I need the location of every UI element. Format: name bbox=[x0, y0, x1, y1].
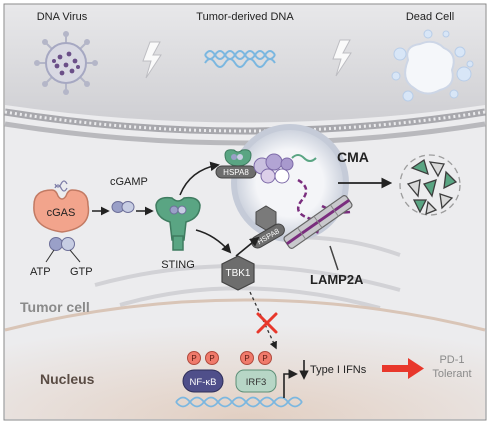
inhibition-x-icon bbox=[256, 312, 278, 334]
degraded-fragments-icon bbox=[399, 154, 461, 216]
tumor-dna-helix-icon bbox=[204, 50, 276, 68]
label-hspa8-top: HSPA8 bbox=[223, 168, 249, 177]
label-lamp2a: LAMP2A bbox=[310, 272, 364, 287]
label-nfkb: NF-κB bbox=[190, 377, 217, 388]
label-tumor-cell: Tumor cell bbox=[20, 299, 90, 315]
nuclear-dna-helix bbox=[175, 396, 303, 408]
label-tolerant: Tolerant bbox=[432, 368, 471, 380]
arrow-sting-to-tbk1 bbox=[195, 229, 232, 254]
dead-cell-icon bbox=[391, 29, 474, 102]
cgamp-molecule bbox=[111, 201, 135, 213]
transcription-arrow bbox=[283, 369, 298, 398]
cgas-dna-icon bbox=[54, 180, 68, 192]
label-nucleus: Nucleus bbox=[40, 371, 95, 387]
nuclear-envelope bbox=[4, 298, 486, 332]
label-type-i-ifns: Type I IFNs bbox=[310, 364, 367, 376]
dna-virus-icon bbox=[34, 31, 98, 95]
label-p1: P bbox=[191, 354, 196, 363]
hspa8-top-complex bbox=[215, 149, 317, 184]
label-cgamp: cGAMP bbox=[110, 176, 148, 188]
atp-molecule bbox=[49, 237, 63, 251]
arrow-tbk1-to-hspa8 bbox=[235, 236, 260, 257]
label-tumor-derived-dna: Tumor-derived DNA bbox=[196, 11, 294, 23]
label-sting: STING bbox=[161, 259, 195, 271]
tbk1-protein bbox=[221, 255, 255, 291]
label-cma: CMA bbox=[337, 149, 369, 165]
cma-substrate-cluster bbox=[253, 153, 317, 184]
lamp2a-pointer bbox=[329, 245, 339, 271]
cgas-protein bbox=[33, 180, 90, 251]
nfkb-complex bbox=[182, 351, 224, 393]
lightning-icons bbox=[142, 39, 352, 79]
label-irf3: IRF3 bbox=[246, 377, 267, 388]
label-dna-virus: DNA Virus bbox=[37, 11, 88, 23]
label-p2: P bbox=[209, 354, 214, 363]
red-arrow-icon bbox=[382, 358, 424, 379]
lamp2a-receptor bbox=[283, 195, 353, 249]
irf3-complex bbox=[235, 351, 277, 393]
label-p4: P bbox=[262, 354, 267, 363]
sting-protein bbox=[155, 196, 201, 251]
gtp-molecule bbox=[61, 237, 75, 251]
arrow-sting-to-hspa8 bbox=[179, 161, 220, 196]
label-pd1: PD-1 bbox=[439, 354, 464, 366]
label-p3: P bbox=[244, 354, 249, 363]
cell-membrane bbox=[4, 108, 486, 146]
label-tbk1: TBK1 bbox=[225, 268, 250, 279]
label-cgas: cGAS bbox=[47, 207, 76, 219]
atp-gtp-pointers bbox=[45, 249, 81, 263]
label-gtp: GTP bbox=[70, 266, 93, 278]
label-dead-cell: Dead Cell bbox=[406, 11, 454, 23]
label-atp: ATP bbox=[30, 266, 51, 278]
